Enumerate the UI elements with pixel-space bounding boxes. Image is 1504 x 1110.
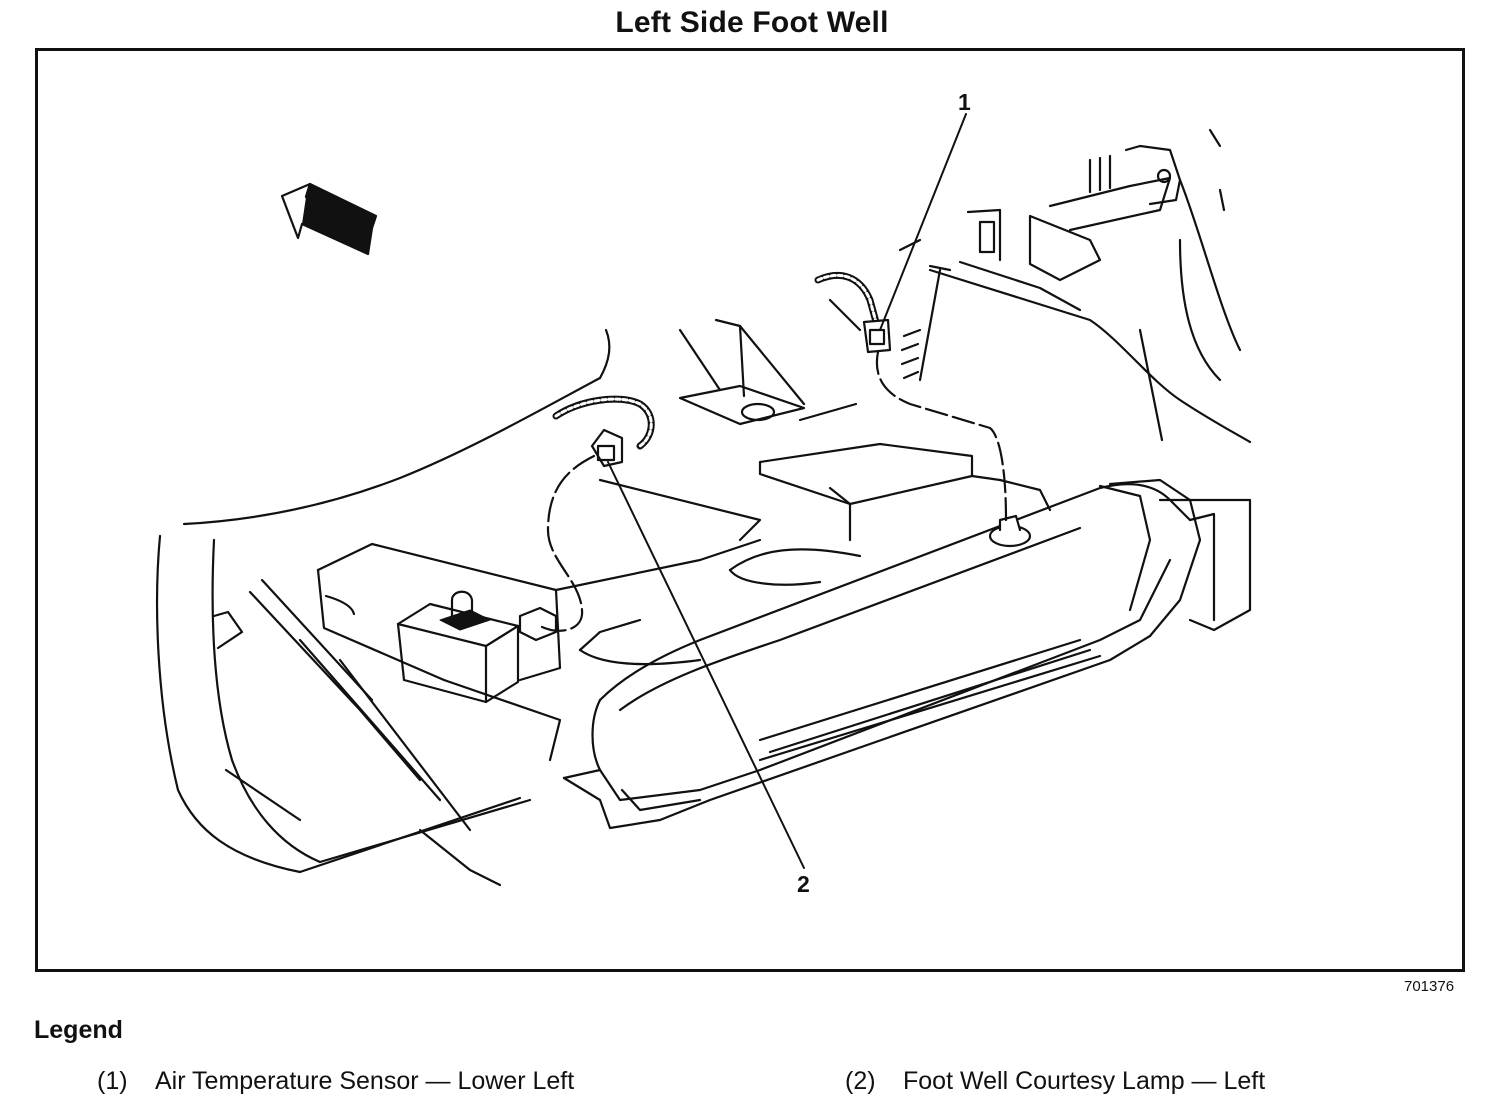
legend-item-number: (2) xyxy=(845,1067,876,1095)
heater-duct xyxy=(562,478,1252,830)
forward-arrow-icon xyxy=(280,182,378,256)
legend-item-1: (1) Air Temperature Sensor — Lower Left xyxy=(97,1067,574,1096)
legend-heading: Legend xyxy=(34,1016,123,1044)
floor-bracket xyxy=(396,590,558,704)
callout-1: 1 xyxy=(958,89,971,115)
legend-item-text: Air Temperature Sensor — Lower Left xyxy=(155,1067,575,1095)
courtesy-lamp-harness xyxy=(538,395,655,632)
callout-labels: 1 2 xyxy=(797,89,971,897)
legend-item-2: (2) Foot Well Courtesy Lamp — Left xyxy=(845,1067,1265,1096)
legend-item-text: Foot Well Courtesy Lamp — Left xyxy=(903,1067,1266,1095)
left-kick-panel xyxy=(155,328,611,887)
callout-leaders xyxy=(607,113,967,869)
dash-structure xyxy=(828,128,1252,444)
illustration-frame xyxy=(35,48,1465,972)
upper-console xyxy=(678,318,1002,542)
figure-id: 701376 xyxy=(1404,978,1455,995)
floor-pan xyxy=(316,478,862,762)
air-temp-sensor-harness xyxy=(814,271,1008,522)
diagram-title: Left Side Foot Well xyxy=(615,6,889,39)
callout-2: 2 xyxy=(797,871,810,897)
legend-item-number: (1) xyxy=(97,1067,128,1095)
